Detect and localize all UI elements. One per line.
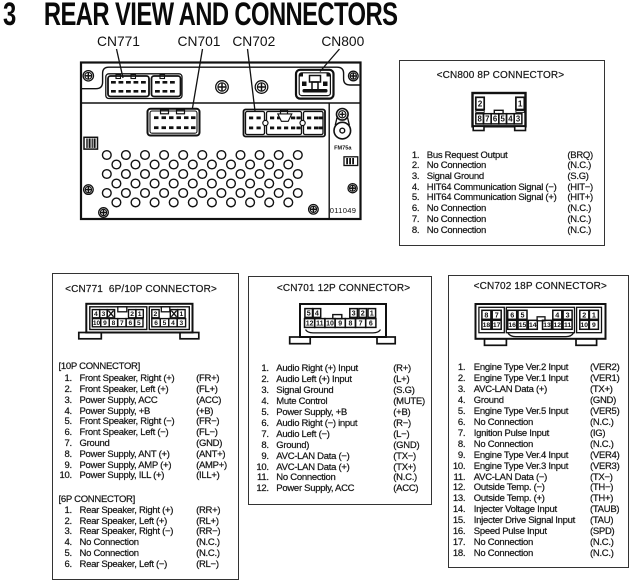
- svg-text:8: 8: [477, 115, 482, 124]
- svg-text:7: 7: [485, 115, 489, 124]
- svg-text:5: 5: [501, 115, 506, 124]
- svg-text:9: 9: [592, 322, 596, 329]
- svg-text:11: 11: [316, 321, 324, 328]
- svg-text:CN701: CN701: [178, 34, 221, 49]
- svg-text:2: 2: [361, 309, 365, 318]
- svg-text:3: 3: [180, 320, 184, 327]
- svg-text:7: 7: [120, 320, 124, 327]
- svg-text:11: 11: [564, 322, 571, 329]
- svg-text:CN800: CN800: [321, 34, 364, 49]
- svg-text:15: 15: [519, 322, 527, 329]
- svg-text:18: 18: [483, 322, 491, 329]
- svg-text:6: 6: [154, 320, 158, 327]
- svg-text:16: 16: [508, 322, 516, 329]
- svg-text:011049: 011049: [330, 206, 357, 215]
- svg-text:3: 3: [566, 310, 570, 319]
- svg-text:7: 7: [359, 321, 363, 328]
- svg-text:2: 2: [154, 311, 158, 318]
- svg-text:17: 17: [493, 322, 501, 329]
- svg-text:4: 4: [94, 311, 98, 318]
- svg-text:13: 13: [543, 322, 551, 329]
- svg-text:8: 8: [348, 321, 352, 328]
- svg-text:14: 14: [529, 322, 537, 329]
- svg-text:1: 1: [180, 311, 184, 318]
- svg-text:8: 8: [484, 310, 488, 319]
- svg-text:4: 4: [315, 309, 319, 318]
- svg-text:5: 5: [521, 310, 525, 319]
- svg-text:2: 2: [582, 310, 586, 319]
- svg-text:1: 1: [592, 310, 596, 319]
- svg-text:10: 10: [93, 320, 101, 327]
- svg-text:3: 3: [352, 309, 356, 318]
- svg-text:10: 10: [581, 322, 589, 329]
- svg-text:4: 4: [171, 320, 175, 327]
- svg-text:8: 8: [112, 320, 116, 327]
- svg-text:6: 6: [493, 115, 498, 124]
- svg-text:1: 1: [138, 311, 142, 318]
- svg-text:10: 10: [326, 321, 334, 328]
- svg-text:5: 5: [163, 320, 167, 327]
- svg-text:6: 6: [510, 310, 514, 319]
- svg-text:3: 3: [102, 311, 106, 318]
- svg-text:3: 3: [516, 115, 521, 124]
- svg-text:CN771: CN771: [97, 34, 140, 49]
- svg-text:6: 6: [369, 321, 373, 328]
- svg-text:4: 4: [555, 310, 559, 319]
- svg-text:2: 2: [130, 311, 134, 318]
- svg-text:5: 5: [307, 309, 311, 318]
- svg-text:9: 9: [338, 321, 342, 328]
- svg-text:2: 2: [478, 99, 483, 108]
- svg-text:4: 4: [508, 115, 513, 124]
- svg-text:5: 5: [137, 320, 141, 327]
- svg-text:12: 12: [306, 321, 314, 328]
- svg-text:CN702: CN702: [232, 34, 275, 49]
- svg-text:12: 12: [554, 322, 562, 329]
- svg-text:9: 9: [103, 320, 107, 327]
- svg-text:1: 1: [370, 309, 374, 318]
- svg-text:6: 6: [128, 320, 132, 327]
- svg-text:FM75a: FM75a: [334, 146, 352, 152]
- svg-text:1: 1: [518, 99, 523, 108]
- svg-text:7: 7: [495, 310, 499, 319]
